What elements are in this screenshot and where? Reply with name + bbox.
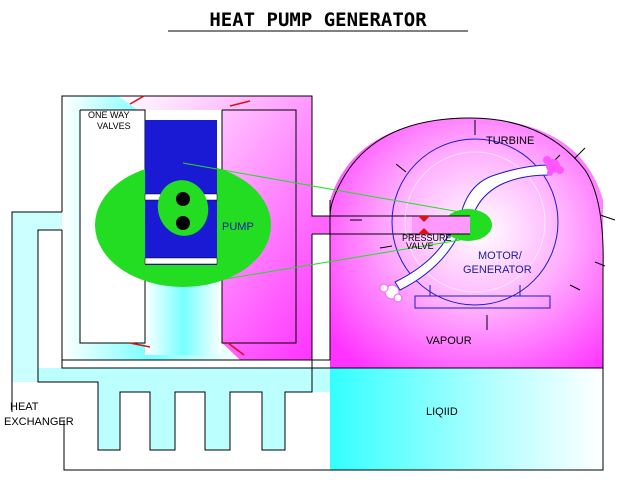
- turbine-housing: [330, 118, 603, 368]
- pump-rotor-hole-top: [176, 192, 190, 206]
- one-way-valve-flaps: [129, 95, 251, 356]
- projection-line-top: [182, 162, 461, 213]
- vapour-label: VAPOUR: [426, 335, 472, 347]
- turbine-core-ring: [404, 151, 546, 293]
- liquid-label: LIQIID: [426, 406, 458, 418]
- pump-rotor: [157, 180, 209, 236]
- pressure-valve-label-line1: PRESSURE: [402, 233, 452, 243]
- pressure-valve-bottom-icon: [418, 228, 430, 234]
- heat-exchanger-fill: [38, 368, 330, 450]
- pressure-valve-label-line2: VALVE: [406, 241, 434, 251]
- projection-line-bottom: [182, 239, 461, 287]
- generator-base: [414, 295, 551, 309]
- pump-rotor-hole-bottom: [176, 216, 190, 230]
- one-way-label-line1: ONE WAY: [88, 110, 130, 120]
- pipe-outlines: [11, 95, 604, 471]
- valve-channel: [412, 216, 470, 234]
- motor-label-line1: MOTOR/: [478, 250, 523, 262]
- heat-exchanger-label-line1: HEAT: [10, 401, 39, 413]
- heat-exchanger-label-line2: EXCHANGER: [4, 416, 74, 428]
- pressure-valve-top-icon: [418, 216, 430, 222]
- turbine-label: TURBINE: [486, 135, 534, 147]
- pump-port-bottom: [144, 257, 218, 265]
- pump-label: PUMP: [222, 221, 254, 233]
- spray-puff-right: [543, 156, 564, 176]
- diagram-title: HEAT PUMP GENERATOR: [209, 9, 427, 31]
- turbine-inner-ring: [391, 138, 559, 306]
- liquid-reservoir: [330, 368, 603, 470]
- motor-label-line2: GENERATOR: [463, 264, 532, 276]
- turbine-exhaust-tube: [394, 235, 459, 291]
- turbine-outline: [329, 117, 604, 369]
- one-way-label-line2: VALVES: [97, 121, 131, 131]
- spray-puff-left: [379, 283, 403, 303]
